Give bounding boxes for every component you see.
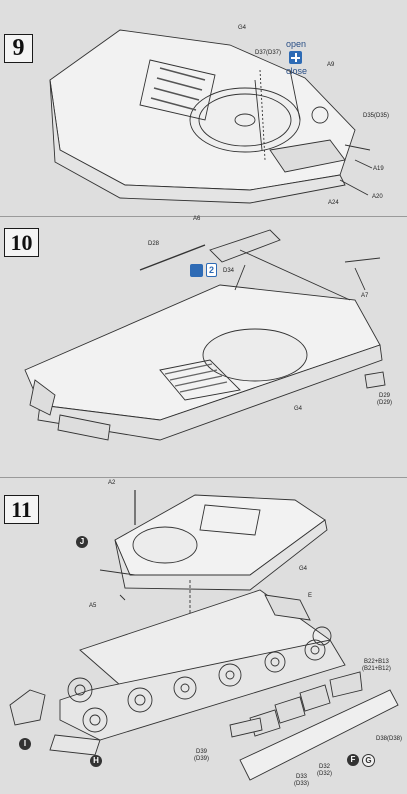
- quantity-badge: 2: [206, 263, 218, 277]
- label-d28: D28: [148, 241, 160, 247]
- label-close: close: [286, 66, 308, 76]
- label-d33: D33: [296, 774, 308, 780]
- label-g4-10: G4: [294, 406, 303, 412]
- section-separator: [0, 216, 407, 217]
- label-d38: D38(D38): [376, 736, 403, 742]
- label-b22: B22+B13: [364, 659, 389, 665]
- label-a19: A19: [373, 166, 384, 172]
- label-a5: A5: [89, 603, 97, 609]
- label-open: open: [286, 39, 307, 49]
- label-a9: A9: [327, 62, 335, 68]
- label-a6: A6: [193, 216, 201, 222]
- section-separator: [0, 477, 407, 478]
- label-d34: D34: [223, 268, 235, 274]
- label-d33b: (D33): [294, 781, 310, 787]
- label-b21: (B21+B12): [362, 666, 391, 672]
- label-d32b: (D32): [317, 771, 333, 777]
- part-tree-j-badge: J: [76, 536, 88, 548]
- label-a24: A24: [328, 200, 339, 206]
- label-d39b: (D39): [194, 756, 210, 762]
- part-tree-h-badge: H: [90, 755, 102, 767]
- label-d32: D32: [319, 764, 331, 770]
- label-d29: D29: [379, 393, 391, 399]
- label-a7: A7: [361, 293, 369, 299]
- part-tree-g-badge: G: [362, 754, 375, 767]
- label-d29b: (D29): [377, 400, 393, 406]
- label-e: E: [308, 593, 313, 599]
- gear-icon: [190, 264, 203, 277]
- step-number-9: 9: [4, 34, 33, 63]
- step-number-11: 11: [4, 495, 39, 524]
- label-g4: G4: [238, 25, 247, 31]
- label-a20: A20: [372, 194, 383, 200]
- label-d37: D37(D37): [255, 50, 282, 56]
- label-d39: D39: [196, 749, 208, 755]
- label-g4-11: G4: [299, 566, 308, 572]
- part-tree-i-badge: I: [19, 738, 31, 750]
- open-close-icon: [289, 51, 302, 64]
- label-d35: D35(D35): [363, 113, 390, 119]
- part-tree-f-badge: F: [347, 754, 359, 766]
- step-number-10: 10: [4, 228, 39, 257]
- label-a2: A2: [108, 480, 116, 486]
